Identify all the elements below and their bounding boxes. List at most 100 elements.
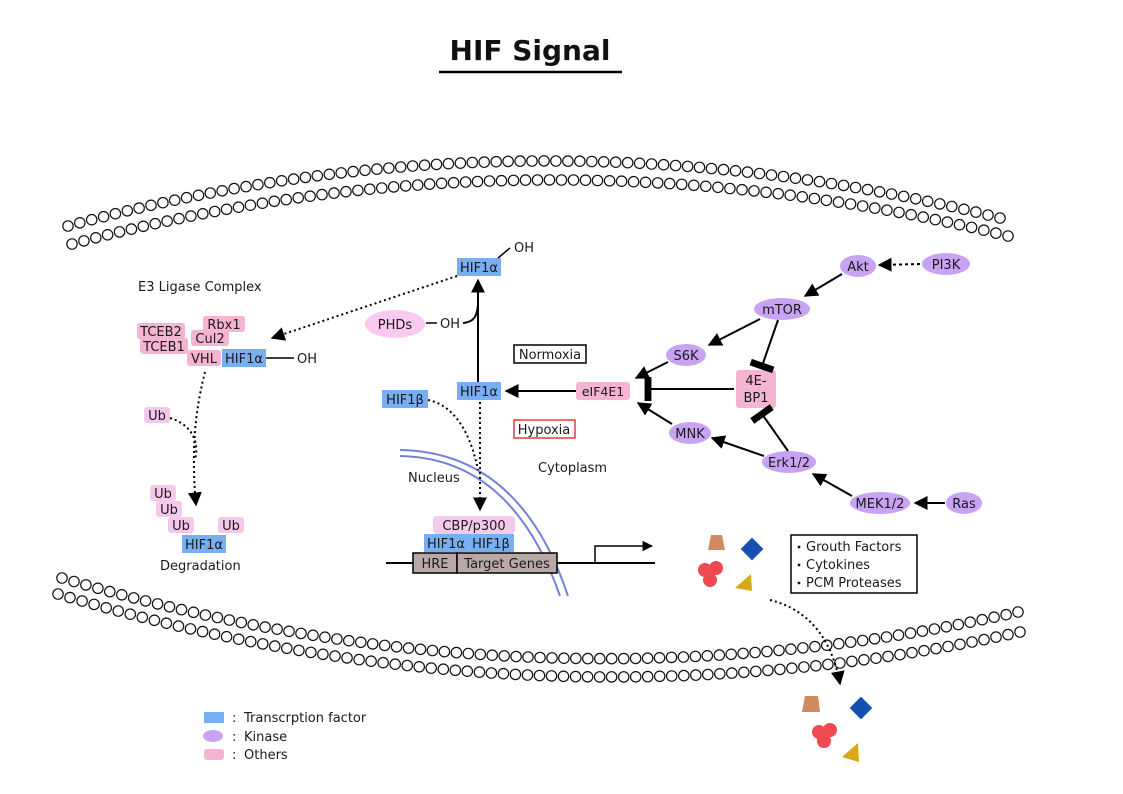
membrane-bead: [438, 645, 451, 658]
membrane-bead: [741, 166, 754, 178]
membrane-bead: [471, 175, 484, 188]
membrane-bead: [617, 652, 630, 665]
membrane-bead: [127, 592, 140, 604]
membrane-bead: [406, 160, 419, 172]
membrane-bead: [653, 651, 666, 664]
membrane-bead: [579, 174, 592, 186]
membrane-bead: [629, 652, 642, 665]
membrane-bead: [717, 163, 730, 176]
bullet: [797, 581, 801, 585]
membrane-bead: [801, 174, 814, 186]
membrane-bead: [737, 647, 749, 660]
membrane-bead: [317, 648, 329, 661]
membrane-bead: [124, 608, 137, 620]
hypoxia-box: [513, 419, 576, 439]
oh-phds-label: OH: [440, 317, 460, 332]
membrane-bead: [104, 585, 116, 598]
cell-membrane: [52, 155, 1026, 683]
membrane-bead: [316, 188, 328, 201]
membrane-bead: [256, 638, 269, 650]
membrane-bead: [450, 646, 463, 659]
membrane-bead: [953, 218, 966, 231]
hif1a-nuclear-box: [424, 534, 468, 552]
membrane-bead: [870, 652, 882, 664]
membrane-bead: [295, 627, 307, 640]
cytokine-shape: [849, 696, 873, 720]
membrane-bead: [399, 180, 412, 192]
membrane-bead: [522, 651, 534, 663]
membrane-bead: [555, 174, 568, 186]
membrane-bead: [435, 177, 448, 190]
eif4e1-label: eIF4E1: [582, 384, 624, 399]
membrane-bead: [275, 175, 288, 187]
membrane-bead: [196, 625, 209, 638]
membrane-bead: [538, 155, 550, 167]
degradation-label: Degradation: [160, 559, 241, 574]
membrane-bead: [125, 223, 138, 235]
membrane-bead: [161, 215, 173, 227]
membrane-bead: [774, 663, 786, 676]
membrane-bead: [1014, 626, 1026, 638]
membrane-bead: [220, 203, 233, 216]
membrane-bead: [941, 216, 954, 228]
membrane-bead: [952, 618, 965, 631]
membrane-bead: [569, 652, 582, 665]
target-genes-box: [456, 552, 558, 574]
membrane-bead: [473, 666, 486, 678]
membrane-bead: [545, 670, 558, 682]
membrane-bead: [268, 195, 281, 208]
membrane-bead: [347, 165, 359, 178]
hif1a-e3-box: [222, 349, 266, 367]
membrane-bead: [930, 642, 942, 655]
membrane-bead: [149, 217, 161, 230]
vhl-box: [187, 350, 221, 366]
membrane-bead: [885, 188, 898, 200]
membrane-bead: [382, 162, 395, 174]
membrane-bead: [80, 579, 92, 591]
membrane-bead: [52, 588, 64, 600]
membrane-bead: [474, 648, 487, 661]
tceb2-box: [137, 323, 185, 339]
svg-text::: :: [232, 711, 236, 726]
membrane-bead: [454, 157, 467, 169]
membrane-bead: [371, 163, 383, 175]
svg-text::: :: [232, 748, 236, 763]
product-item: PCM Proteases: [806, 576, 902, 591]
hif1a-nuclear-label: HIF1α: [427, 537, 465, 552]
membrane-bead: [657, 158, 670, 171]
membrane-bead: [966, 636, 978, 648]
normoxia-label: Normoxia: [519, 348, 581, 363]
membrane-bead: [663, 177, 676, 190]
ub-label: Ub: [154, 487, 172, 502]
membrane-bead: [813, 175, 826, 188]
membrane-bead: [609, 156, 622, 168]
membrane-bead: [724, 182, 736, 195]
membrane-bead: [808, 192, 821, 205]
membrane-bead: [510, 650, 522, 663]
membrane-bead: [133, 202, 145, 214]
membrane-bead: [168, 194, 181, 206]
membrane-bead: [713, 667, 726, 680]
membrane-bead: [928, 623, 941, 635]
membrane-bead: [918, 644, 930, 657]
membrane-bead: [921, 195, 934, 208]
phds-label: PHDs: [378, 318, 413, 333]
membrane-bead: [280, 193, 292, 206]
membrane-bead: [954, 638, 966, 651]
four-ebp1-box: [736, 370, 776, 408]
legend-kinase-swatch: [203, 730, 223, 742]
membrane-bead: [208, 628, 221, 640]
membrane-bead: [844, 636, 857, 648]
membrane-bead: [88, 598, 100, 611]
membrane-bead: [687, 179, 700, 192]
membrane-bead: [157, 196, 169, 209]
membrane-bead: [665, 670, 678, 682]
membrane-bead: [56, 572, 68, 584]
hif1b-box: [382, 390, 428, 408]
membrane-bead: [293, 644, 305, 657]
target-genes-label: Target Genes: [463, 557, 550, 572]
mek12-node: [850, 492, 910, 514]
four-ebp1-label-1: 4E-: [745, 374, 766, 389]
membrane-bead: [736, 183, 748, 196]
membrane-bead: [263, 176, 276, 189]
